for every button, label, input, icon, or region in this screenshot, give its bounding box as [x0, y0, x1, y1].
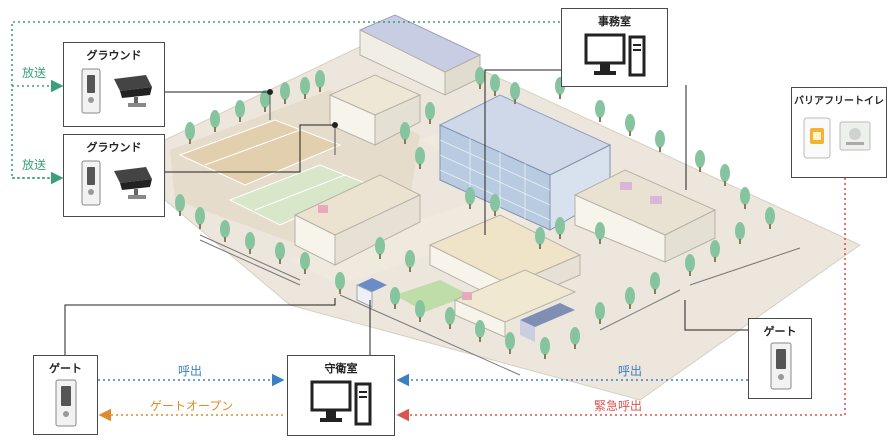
broadcast-label-bottom: 放送: [22, 158, 47, 172]
monitor-icon: [584, 33, 646, 77]
ground-title-top: グラウンド: [86, 49, 142, 62]
intercom-icon: [55, 379, 77, 427]
camera-icon: [114, 167, 152, 199]
monitor-icon: [310, 380, 372, 426]
office-title: 事務室: [598, 15, 631, 28]
guard-room-title: 守衛室: [324, 362, 358, 375]
broadcast-lines: [11, 21, 560, 185]
guard-room-box[interactable]: 守衛室: [287, 355, 395, 436]
ground-box-bottom[interactable]: グラウンド: [63, 134, 165, 217]
buildings: [293, 14, 717, 342]
office-box[interactable]: 事務室: [561, 8, 668, 87]
ground-title-bottom: グラウンド: [86, 141, 142, 154]
campus-camera-icon: [267, 89, 338, 155]
gate-box-left[interactable]: ゲート: [33, 355, 98, 435]
emergency-call-label: 緊急呼出: [594, 399, 643, 413]
gate-box-right[interactable]: ゲート: [748, 318, 812, 399]
gate-title-left: ゲート: [49, 362, 82, 375]
emergency-line: [396, 178, 846, 422]
connection-lines: [64, 69, 755, 355]
call-label-right: 呼出: [618, 364, 643, 378]
ground-box-top[interactable]: グラウンド: [63, 42, 165, 127]
call-button-icon: [803, 117, 871, 159]
call-label-left: 呼出: [178, 364, 203, 378]
intercom-icon: [770, 342, 792, 390]
barrier-free-toilet-box[interactable]: バリアフリートイレ: [791, 87, 887, 178]
intercom-icon: [81, 160, 101, 206]
camera-icon: [114, 75, 152, 107]
broadcast-label-top: 放送: [22, 66, 47, 80]
gate-title-right: ゲート: [763, 325, 797, 338]
gate-open-label: ゲートオープン: [150, 399, 234, 413]
toilet-title: バリアフリートイレ: [794, 96, 884, 107]
intercom-icon: [81, 68, 101, 114]
